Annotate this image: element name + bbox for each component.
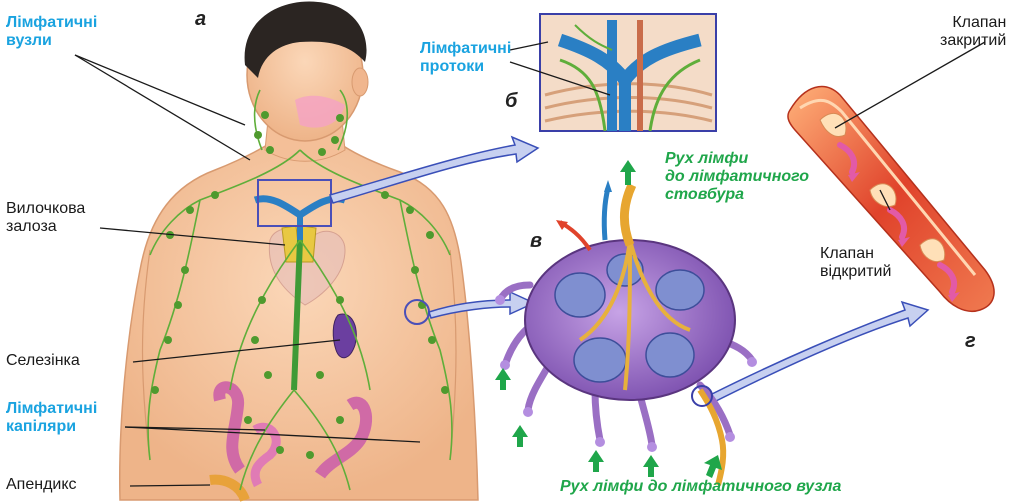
label-thymus-line1: Вилочкова: [6, 200, 85, 218]
label-flow-to-trunk-line1: Рух лімфи: [665, 150, 809, 168]
label-lymph-capillaries: Лімфатичні капіляри: [6, 400, 97, 436]
lymph-node: [495, 160, 757, 485]
label-valve-open: Клапан відкритий: [820, 245, 891, 281]
label-lymph-ducts-line2: протоки: [420, 58, 511, 76]
label-lymph-nodes: Лімфатичні вузли: [6, 14, 97, 50]
label-valve-open-line2: відкритий: [820, 263, 891, 281]
label-appendix: Апендикс: [6, 476, 77, 494]
label-valve-open-line1: Клапан: [820, 245, 891, 263]
label-thymus-line2: залоза: [6, 218, 85, 236]
panel-letter-a: а: [195, 8, 206, 30]
label-lymph-capillaries-line1: Лімфатичні: [6, 400, 97, 418]
ducts-inset: [540, 14, 716, 131]
label-flow-to-trunk-line2: до лімфатичного: [665, 168, 809, 186]
label-lymph-nodes-line2: вузли: [6, 32, 97, 50]
panel-letter-g: г: [965, 330, 976, 352]
label-lymph-ducts: Лімфатичні протоки: [420, 40, 511, 76]
label-valve-closed: Клапан закритий: [940, 14, 1006, 50]
label-lymph-nodes-line1: Лімфатичні: [6, 14, 97, 32]
panel-letter-v: в: [530, 230, 542, 252]
label-flow-to-trunk-line3: стовбура: [665, 186, 809, 204]
label-lymph-ducts-line1: Лімфатичні: [420, 40, 511, 58]
panel-letter-b: б: [505, 90, 517, 112]
label-valve-closed-line1: Клапан: [940, 14, 1006, 32]
label-flow-to-node: Рух лімфи до лімфатичного вузла: [560, 478, 841, 496]
human-body: [120, 2, 478, 500]
label-lymph-capillaries-line2: капіляри: [6, 418, 97, 436]
label-thymus: Вилочкова залоза: [6, 200, 85, 236]
label-spleen: Селезінка: [6, 352, 80, 370]
label-valve-closed-line2: закритий: [940, 32, 1006, 50]
label-flow-to-trunk: Рух лімфи до лімфатичного стовбура: [665, 150, 809, 204]
